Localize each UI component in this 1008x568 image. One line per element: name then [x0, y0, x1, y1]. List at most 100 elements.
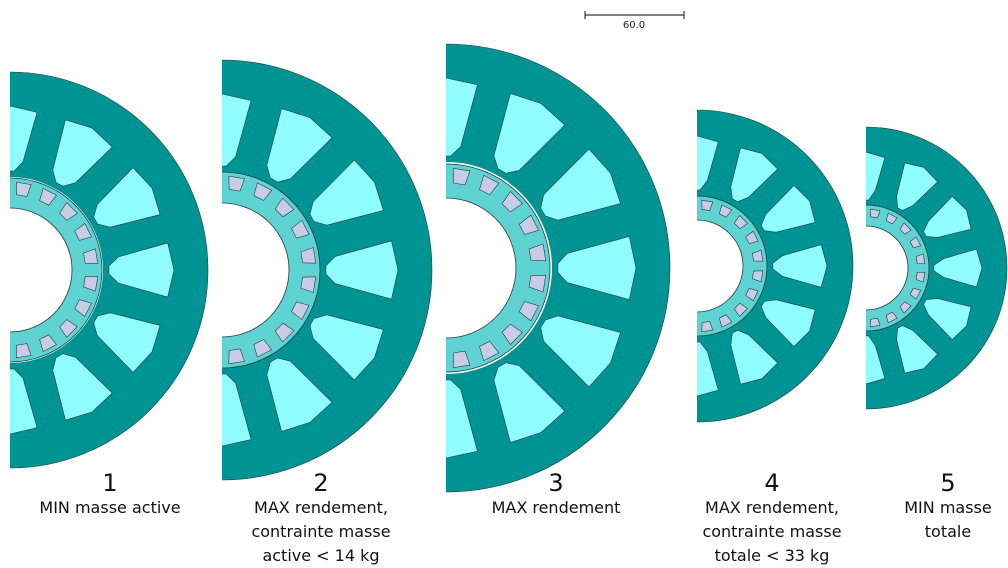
stator-slot [10, 368, 38, 435]
rotor-magnet [479, 340, 500, 362]
rotor-magnet [701, 199, 714, 211]
stator-slot [557, 236, 637, 300]
rotor-magnet [39, 188, 57, 206]
design-2-label-line-2: contrainte masse [251, 522, 391, 541]
design-4-label-line-2: contrainte masse [702, 522, 842, 541]
rotor-magnet [452, 350, 471, 369]
rotor-magnet [59, 319, 78, 338]
stator-slot [923, 195, 972, 238]
rotor-magnet [15, 181, 32, 197]
rotor-magnet [253, 182, 273, 201]
design-4-label-line-3: totale < 33 kg [714, 546, 830, 565]
rotor-magnet [501, 323, 523, 345]
shaft-bore [222, 202, 290, 338]
stator-slot [697, 341, 719, 397]
stator-slot [772, 244, 828, 288]
stator-slot [866, 335, 886, 385]
design-5-label-line-2: totale [924, 522, 972, 541]
stator-slot [730, 329, 779, 385]
rotor-magnet [300, 276, 317, 293]
stator-slot [760, 184, 816, 233]
rotor-magnet [718, 204, 733, 218]
stator-slot [896, 162, 939, 211]
rotor-magnet [752, 249, 764, 262]
design-5-number: 5 [940, 469, 956, 497]
shaft-bore [446, 197, 517, 339]
design-1-caption: 1 MIN masse active [20, 470, 200, 520]
rotor-magnet [885, 311, 898, 324]
rotor-magnet [274, 197, 295, 218]
rotor-magnet [733, 215, 748, 230]
machine-1-section [10, 71, 209, 469]
stator-slot [540, 315, 621, 388]
rotor-magnet [718, 314, 733, 328]
design-2-number: 2 [313, 469, 329, 497]
design-1-label-line-1: MIN masse active [39, 498, 181, 517]
rotor-magnet [15, 343, 32, 359]
stator-slot [446, 379, 478, 459]
stator-slot [266, 108, 333, 183]
rotor-magnet [300, 247, 317, 264]
design-2-label-line-1: MAX rendement, [254, 498, 388, 517]
design-3-number: 3 [548, 469, 564, 497]
rotor-magnet [479, 174, 500, 196]
rotor-magnet [274, 322, 295, 343]
rotor-magnet [39, 334, 57, 352]
rotor-magnet [528, 274, 547, 293]
stator-slot [730, 147, 779, 203]
machine-2-section [222, 59, 433, 481]
design-4-label-line-1: MAX rendement, [705, 498, 839, 517]
stator-slot [52, 119, 113, 187]
rotor-magnet [752, 270, 764, 283]
stator-slot [222, 373, 252, 447]
stator-slot [896, 325, 939, 374]
design-5-label-line-1: MIN masse [904, 498, 992, 517]
stator-slot [760, 299, 816, 348]
shaft-bore [866, 225, 909, 311]
stator-slot [866, 151, 886, 201]
stator-slot [10, 105, 38, 172]
rotor-magnet [83, 275, 99, 292]
scale-bar [584, 11, 685, 19]
rotor-magnet [915, 271, 926, 283]
rotor-magnet [291, 219, 310, 239]
shaft-bore [10, 207, 73, 333]
design-2-label-line-3: active < 14 kg [262, 546, 380, 565]
rotor-magnet [253, 339, 273, 358]
design-4-number: 4 [764, 469, 780, 497]
scale-bar-label: 60.0 [622, 20, 646, 31]
stator-slot [933, 248, 983, 288]
stator-slot [222, 93, 252, 167]
stator-slot [493, 362, 566, 443]
stator-slot [266, 357, 333, 432]
rotor-magnet [501, 191, 523, 213]
rotor-magnet [899, 222, 912, 235]
rotor-magnet [452, 167, 471, 186]
rotor-magnet [915, 253, 926, 265]
rotor-magnet [518, 214, 540, 235]
rotor-magnet [869, 317, 881, 328]
rotor-magnet [291, 301, 310, 321]
rotor-magnet [909, 236, 922, 249]
rotor-magnet [228, 175, 245, 192]
stator-slot [540, 148, 621, 221]
rotor-magnet [745, 287, 759, 302]
stator-slot [108, 242, 175, 298]
design-3-label-line-1: MAX rendement [491, 498, 621, 517]
rotor-magnet [733, 302, 748, 317]
rotor-magnet [909, 287, 922, 300]
rotor-magnet [518, 301, 540, 322]
shaft-bore [697, 219, 744, 313]
stator-slot [493, 93, 566, 174]
stator-slot [697, 135, 719, 191]
machine-4-section [697, 109, 854, 423]
stator-slot [446, 77, 478, 157]
stator-slot [93, 312, 161, 373]
design-2-caption: 2 MAX rendement, contrainte masse active… [226, 470, 416, 568]
stator-slot [93, 167, 161, 228]
rotor-magnet [83, 248, 99, 265]
rotor-magnet [701, 321, 714, 333]
rotor-magnet [228, 348, 245, 365]
machine-3-section [446, 43, 671, 493]
